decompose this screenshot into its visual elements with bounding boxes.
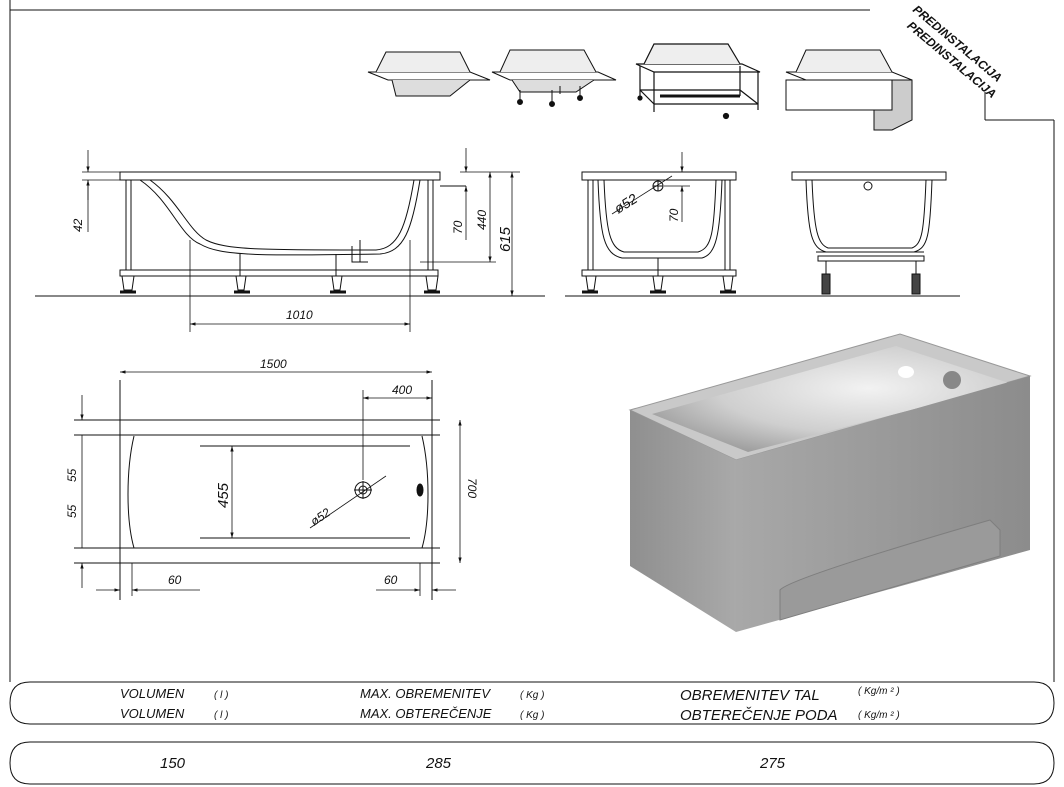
end-elevation-view bbox=[581, 171, 737, 294]
header-max-load-unit1: ( Kg ) bbox=[520, 690, 544, 701]
dim-top-drain-diameter: ø52 bbox=[308, 505, 333, 528]
side-elevation-view bbox=[119, 171, 466, 294]
bathtub-3d-render bbox=[628, 333, 1032, 632]
header-volume-unit1: ( l ) bbox=[214, 690, 228, 701]
dim-top-drain-offset: 400 bbox=[392, 383, 412, 397]
dim-top-rim-lower: 55 bbox=[65, 504, 79, 518]
dim-end-overflow: 70 bbox=[667, 208, 681, 222]
dim-side-total-height: 615 bbox=[497, 226, 514, 252]
header-floor-load-line1: OBREMENITEV TAL bbox=[680, 687, 820, 704]
dim-top-inner-width: 455 bbox=[215, 482, 232, 508]
dim-top-rim-upper: 55 bbox=[65, 468, 79, 482]
header-floor-load-unit1: ( Kg/m ² ) bbox=[858, 686, 900, 697]
installation-variant-4 bbox=[785, 49, 913, 131]
dim-top-width: 700 bbox=[465, 478, 479, 498]
installation-variant-3 bbox=[635, 43, 761, 120]
plan-view bbox=[74, 380, 440, 600]
dim-side-overflow: 70 bbox=[451, 220, 465, 234]
dim-end-drain-diameter: ø52 bbox=[611, 190, 640, 216]
header-volume-line2: VOLUMEN bbox=[120, 706, 185, 721]
header-volume-line1: VOLUMEN bbox=[120, 686, 185, 701]
dim-side-rim: 42 bbox=[71, 218, 85, 232]
installation-variant-1 bbox=[367, 51, 491, 97]
dim-top-left-margin: 60 bbox=[168, 573, 182, 587]
value-volume: 150 bbox=[160, 755, 186, 772]
specs-table bbox=[9, 681, 1055, 785]
header-max-load-unit2: ( Kg ) bbox=[520, 710, 544, 721]
header-max-load-line1: MAX. OBREMENITEV bbox=[360, 686, 491, 701]
side-elevation-dimensions bbox=[82, 148, 520, 332]
end-view-panel-install bbox=[791, 171, 947, 295]
plan-view-dimensions bbox=[80, 370, 462, 596]
dim-side-inner-height: 440 bbox=[475, 210, 489, 230]
value-max-load: 285 bbox=[425, 755, 452, 772]
header-floor-load-unit2: ( Kg/m ² ) bbox=[858, 710, 900, 721]
value-floor-load: 275 bbox=[759, 755, 786, 772]
predinstalacija-stamp: PREDINSTALACIJA PREDINSTALACIJA bbox=[904, 2, 1004, 101]
dim-top-length: 1500 bbox=[260, 357, 287, 371]
dim-side-bottom-length: 1010 bbox=[286, 308, 313, 322]
header-max-load-line2: MAX. OBTEREČENJE bbox=[360, 706, 492, 721]
end-elevation-dimensions bbox=[611, 152, 690, 222]
header-volume-unit2: ( l ) bbox=[214, 710, 228, 721]
drawing-frame bbox=[9, 0, 1055, 682]
header-floor-load-line2: OBTEREČENJE PODA bbox=[680, 707, 838, 724]
installation-variant-2 bbox=[491, 49, 617, 107]
dim-top-right-margin: 60 bbox=[384, 573, 398, 587]
